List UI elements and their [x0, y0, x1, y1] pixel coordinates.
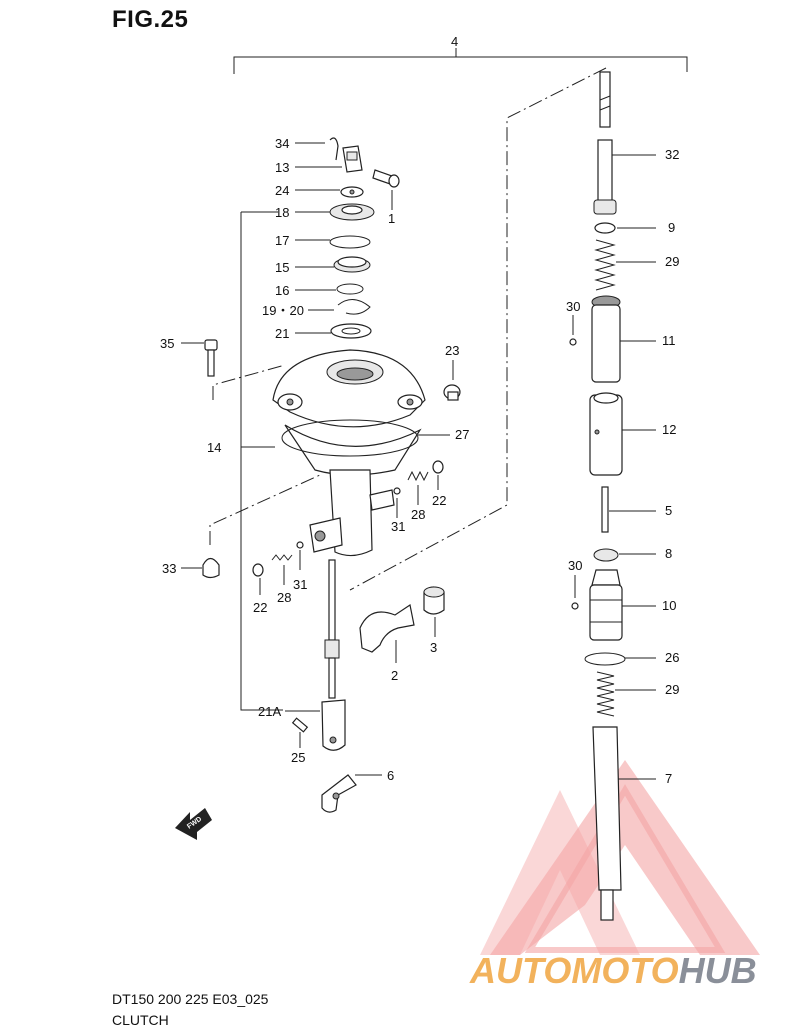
callout-34: 34	[275, 136, 289, 151]
callout-6: 6	[387, 768, 394, 783]
footer: DT150 200 225 E03_025 CLUTCH	[112, 989, 268, 1031]
part-13-clevis: 13	[275, 145, 363, 175]
part-35-bolt: 35	[160, 336, 218, 377]
part-21-washer: 21	[275, 323, 372, 341]
callout-31-right: 31	[391, 519, 405, 534]
part-7-cable: 7	[592, 726, 672, 921]
callout-30-bottom: 30	[568, 558, 582, 573]
part-22-28-31-right: 22 31 28	[391, 460, 446, 534]
assembly-lines	[209, 67, 607, 711]
part-18-cap: 18	[275, 203, 375, 221]
part-22-28-31-left: 22 28 31	[252, 541, 307, 615]
watermark-text-gray: HUB	[678, 950, 757, 991]
callout-21: 21	[275, 326, 289, 341]
part-8-nut: 8	[593, 546, 672, 562]
part-19-20-circlip: 19・20	[262, 299, 371, 318]
part-shift-rod	[324, 559, 340, 699]
part-21A-lever: 21A	[258, 699, 346, 751]
callout-15: 15	[275, 260, 289, 275]
part-29-spring-top: 29	[594, 239, 679, 291]
figure-title: FIG.25	[112, 6, 189, 33]
part-30-ball-top: 30	[566, 299, 580, 346]
callout-10: 10	[662, 598, 676, 613]
callout-22-right: 22	[432, 493, 446, 508]
part-34-cotter-pin: 34	[275, 136, 339, 161]
callout-25: 25	[291, 750, 305, 765]
callout-32: 32	[665, 147, 679, 162]
callout-29-top: 29	[665, 254, 679, 269]
callout-14: 14	[207, 440, 221, 455]
part-top-tip	[599, 71, 611, 128]
callout-9: 9	[668, 220, 675, 235]
part-14-housing: 14	[207, 349, 426, 557]
part-5-pin: 5	[601, 486, 672, 533]
callout-28-left: 28	[277, 590, 291, 605]
part-25-pin: 25	[291, 717, 309, 765]
callout-3: 3	[430, 640, 437, 655]
part-10-adjuster: 10	[589, 569, 676, 641]
callout-19-20: 19・20	[262, 303, 304, 318]
part-15-bushing: 15	[275, 256, 371, 275]
part-2-clip: 2	[359, 604, 415, 683]
part-12-tube: 12	[589, 392, 676, 476]
callout-35: 35	[160, 336, 174, 351]
diagram-name: CLUTCH	[112, 1012, 169, 1028]
callout-30-top: 30	[566, 299, 580, 314]
watermark-text-orange: AUTOMOTO	[470, 950, 679, 991]
part-17-oring: 17	[275, 233, 371, 249]
callout-12: 12	[662, 422, 676, 437]
callout-13: 13	[275, 160, 289, 175]
part-30-ball-bottom: 30	[568, 558, 582, 610]
part-6-knob: 6	[321, 768, 394, 813]
callout-2: 2	[391, 668, 398, 683]
part-26-oring: 26	[584, 650, 679, 666]
callout-31-left: 31	[293, 577, 307, 592]
callout-18: 18	[275, 205, 289, 220]
callout-21A: 21A	[258, 704, 281, 719]
part-3-cap: 3	[423, 586, 445, 655]
callout-11: 11	[662, 333, 676, 348]
callout-22-left: 22	[253, 600, 267, 615]
callout-27: 27	[455, 427, 469, 442]
part-23-plug: 23	[443, 343, 461, 401]
part-27-gasket: 27	[281, 419, 469, 457]
part-11-housing: 11	[591, 295, 676, 383]
callout-16: 16	[275, 283, 289, 298]
callout-33: 33	[162, 561, 176, 576]
part-33-plug: 33	[162, 557, 220, 579]
callout-26: 26	[665, 650, 679, 665]
part-32-sleeve: 32	[597, 139, 679, 203]
callout-24: 24	[275, 183, 289, 198]
part-29-spring-bottom: 29	[596, 671, 679, 717]
part-1-bolt: 1	[372, 169, 400, 226]
callout-8: 8	[665, 546, 672, 561]
callout-7: 7	[665, 771, 672, 786]
callout-1: 1	[388, 211, 395, 226]
fwd-arrow-icon: FWD	[175, 808, 212, 840]
watermark-text: AUTOMOTOHUB	[470, 950, 757, 992]
callout-23: 23	[445, 343, 459, 358]
watermark-logo	[480, 760, 760, 955]
part-16-ring: 16	[275, 283, 364, 298]
callout-5: 5	[665, 503, 672, 518]
part-24-nut: 24	[275, 183, 364, 198]
bracket-4: 4	[233, 34, 688, 74]
callout-28-right: 28	[411, 507, 425, 522]
callout-29-bottom: 29	[665, 682, 679, 697]
callout-17: 17	[275, 233, 289, 248]
callout-4: 4	[451, 34, 458, 49]
diagram-code: DT150 200 225 E03_025	[112, 991, 269, 1007]
part-9-collar: 9	[593, 199, 675, 235]
